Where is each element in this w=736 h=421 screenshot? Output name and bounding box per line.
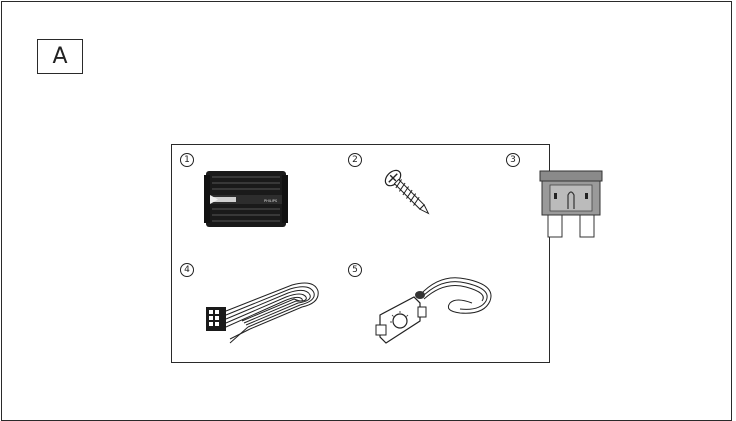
fuse-icon (539, 170, 603, 238)
section-letter: A (52, 44, 68, 69)
power-cable-icon (206, 282, 319, 344)
remote-bass-knob-icon (375, 277, 492, 344)
item-number-3: 3 (506, 153, 520, 167)
amplifier-icon: PHILIPS (204, 171, 288, 227)
section-label: A (37, 39, 83, 74)
amplifier-brand: PHILIPS (264, 199, 278, 203)
item-number-1: 1 (180, 153, 194, 167)
item-number-4: 4 (180, 263, 194, 277)
item-number-5: 5 (348, 263, 362, 277)
item-number-2: 2 (348, 153, 362, 167)
package-contents-panel: 1 PHILIPS 2 3 (171, 144, 603, 363)
screw-icon (384, 169, 430, 215)
